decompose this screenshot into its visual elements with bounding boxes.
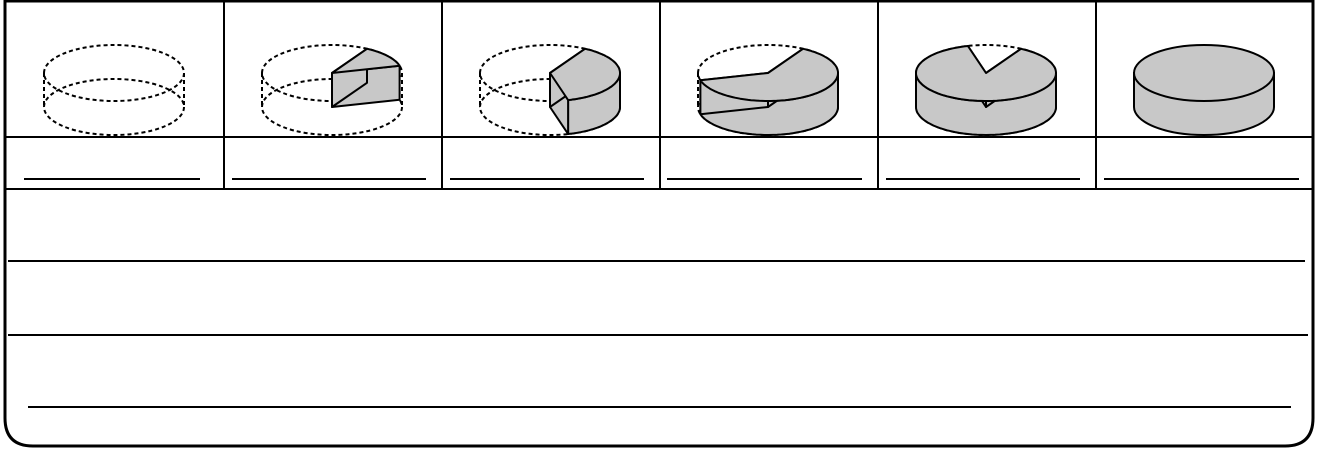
fraction-cylinder-five-eighths: [698, 45, 838, 135]
fraction-cylinder-seven-eighths: [916, 45, 1056, 135]
dashed-top-outline: [44, 45, 184, 101]
dashed-bottom-outline: [44, 79, 184, 135]
writing-lines: [8, 261, 1308, 407]
fraction-cylinder-empty: [44, 45, 184, 135]
fraction-cylinder-full: [1134, 45, 1274, 135]
fraction-cylinder-one-eighth: [262, 45, 402, 135]
fraction-cylinder-three-eighths: [480, 45, 620, 135]
cylinder-top-sector: [700, 49, 838, 101]
cylinder-top-sector: [916, 46, 1056, 101]
cylinder-top: [1134, 45, 1274, 101]
